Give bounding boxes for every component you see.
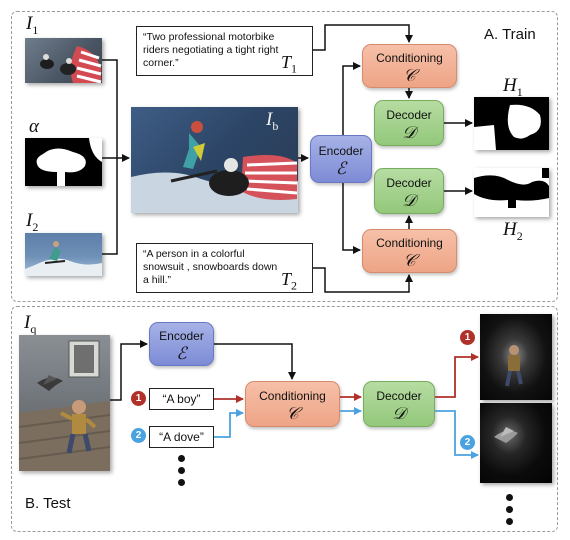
- more-prompts-dot-3: [178, 479, 185, 486]
- more-outputs-dot-1: [506, 494, 513, 501]
- prompt-a-dove: “A dove”: [149, 426, 214, 448]
- badge-1: 1: [131, 391, 146, 406]
- output-badge-2: 2: [460, 435, 475, 450]
- image-h2-mask: [474, 168, 549, 217]
- label-i1: I1: [26, 13, 39, 37]
- more-prompts-dot-2: [178, 467, 185, 474]
- train-panel: [11, 11, 558, 302]
- label-t2: T2: [281, 269, 298, 293]
- test-panel: [11, 306, 558, 532]
- caption-t1: “Two professional motorbike riders negot…: [136, 26, 313, 76]
- output-badge-1: 1: [460, 330, 475, 345]
- test-title: B. Test: [25, 495, 71, 512]
- label-iq: Iq: [24, 312, 37, 336]
- image-iq-boy-and-dove: [19, 335, 110, 471]
- prompt-a-boy: “A boy”: [149, 388, 214, 410]
- label-h1: H1: [503, 75, 523, 99]
- image-alpha-mask: [25, 138, 102, 186]
- label-alpha: α: [29, 116, 39, 137]
- image-h1-mask: [474, 97, 549, 150]
- more-prompts-dot-1: [178, 455, 185, 462]
- more-outputs-dot-2: [506, 506, 513, 513]
- label-i2: I2: [26, 210, 39, 234]
- label-h2: H2: [503, 219, 523, 243]
- image-ib-blended: [131, 107, 298, 213]
- badge-2: 2: [131, 428, 146, 443]
- more-outputs-dot-3: [506, 518, 513, 525]
- image-i1-motorbikes: [25, 38, 102, 83]
- output-heatmap-boy: [480, 314, 552, 400]
- output-heatmap-dove: [480, 403, 552, 483]
- label-ib: Ib: [266, 109, 279, 133]
- image-i2-snowboarder: [25, 233, 102, 276]
- caption-t2: “A person in a colorful snowsuit , snowb…: [136, 243, 313, 293]
- train-title: A. Train: [484, 26, 536, 43]
- label-t1: T1: [281, 52, 298, 76]
